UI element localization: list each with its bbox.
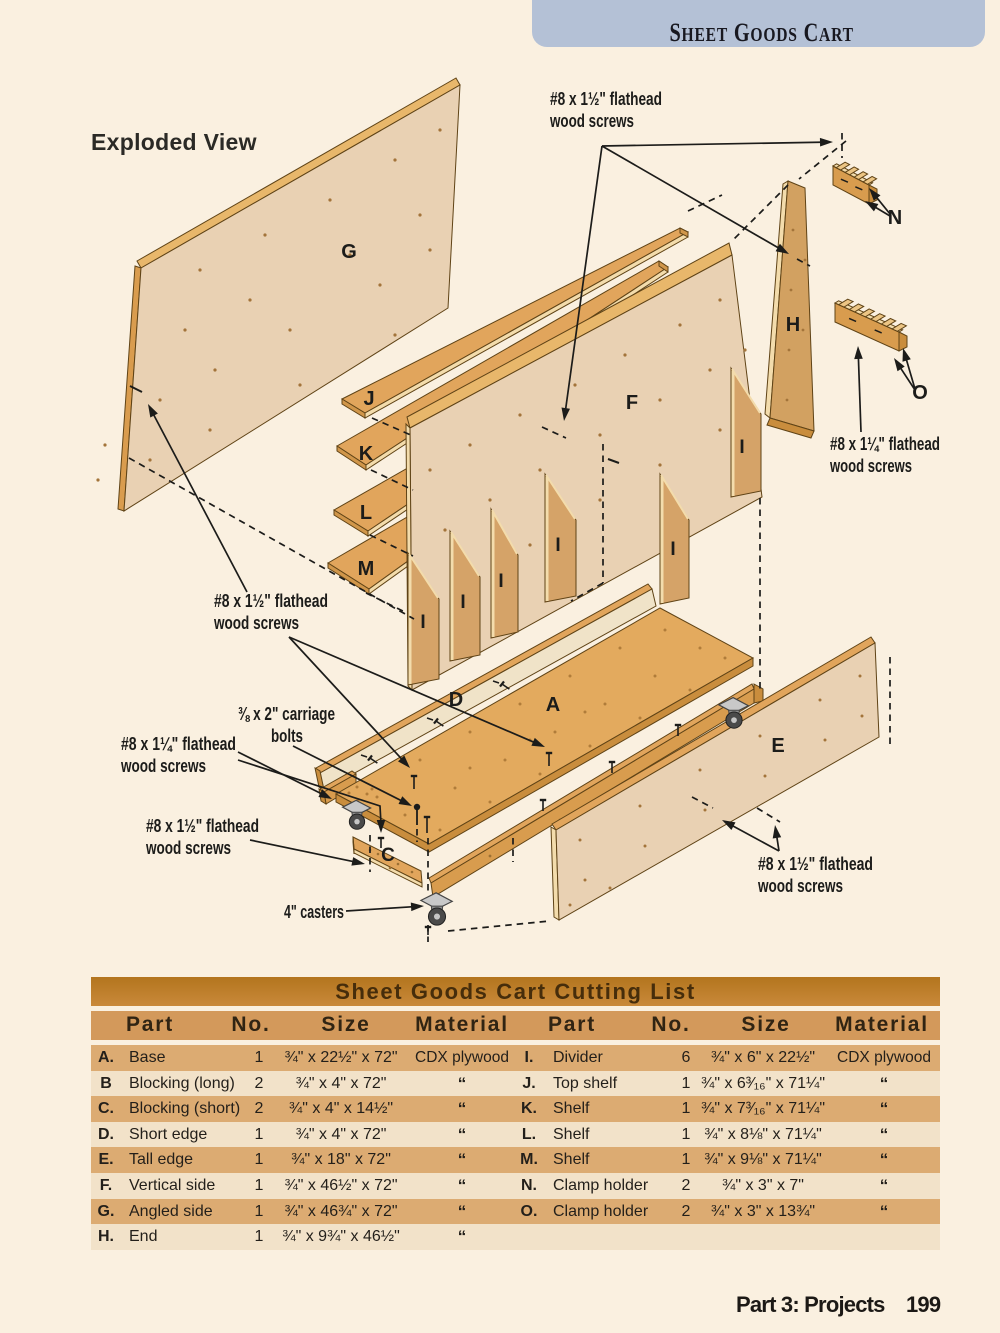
- svg-text:⅜ x 2" carriage: ⅜ x 2" carriage: [238, 704, 335, 724]
- svg-text:wood screws: wood screws: [829, 456, 912, 476]
- svg-text:I: I: [739, 437, 744, 458]
- svg-text:#8 x 1½" flathead: #8 x 1½" flathead: [214, 591, 328, 611]
- svg-text:J: J: [363, 388, 374, 410]
- svg-text:G: G: [341, 241, 357, 263]
- svg-text:bolts: bolts: [271, 726, 303, 746]
- svg-text:#8 x 1¼" flathead: #8 x 1¼" flathead: [830, 434, 940, 454]
- svg-text:I: I: [460, 592, 465, 613]
- svg-text:4" casters: 4" casters: [284, 902, 344, 922]
- svg-text:F: F: [626, 392, 638, 414]
- svg-text:#8 x 1½" flathead: #8 x 1½" flathead: [550, 89, 662, 109]
- svg-text:C: C: [381, 845, 395, 866]
- svg-text:wood screws: wood screws: [757, 876, 843, 896]
- svg-text:K: K: [359, 443, 374, 465]
- svg-text:I: I: [498, 571, 503, 592]
- svg-text:O: O: [912, 382, 928, 404]
- svg-text:wood screws: wood screws: [145, 838, 231, 858]
- svg-text:#8 x 1½" flathead: #8 x 1½" flathead: [146, 816, 259, 836]
- svg-text:E: E: [771, 735, 784, 757]
- svg-text:A: A: [546, 694, 560, 716]
- svg-text:wood screws: wood screws: [549, 111, 634, 131]
- svg-text:L: L: [360, 502, 372, 524]
- svg-text:I: I: [420, 612, 425, 633]
- svg-text:H: H: [786, 314, 800, 336]
- svg-text:D: D: [449, 689, 463, 711]
- svg-text:#8 x 1½" flathead: #8 x 1½" flathead: [758, 854, 873, 874]
- svg-text:N: N: [888, 207, 902, 229]
- svg-text:I: I: [670, 539, 675, 560]
- svg-text:wood screws: wood screws: [120, 756, 206, 776]
- svg-text:M: M: [358, 558, 375, 580]
- svg-text:#8 x 1¼" flathead: #8 x 1¼" flathead: [121, 734, 236, 754]
- svg-text:wood screws: wood screws: [213, 613, 299, 633]
- svg-text:I: I: [555, 535, 560, 556]
